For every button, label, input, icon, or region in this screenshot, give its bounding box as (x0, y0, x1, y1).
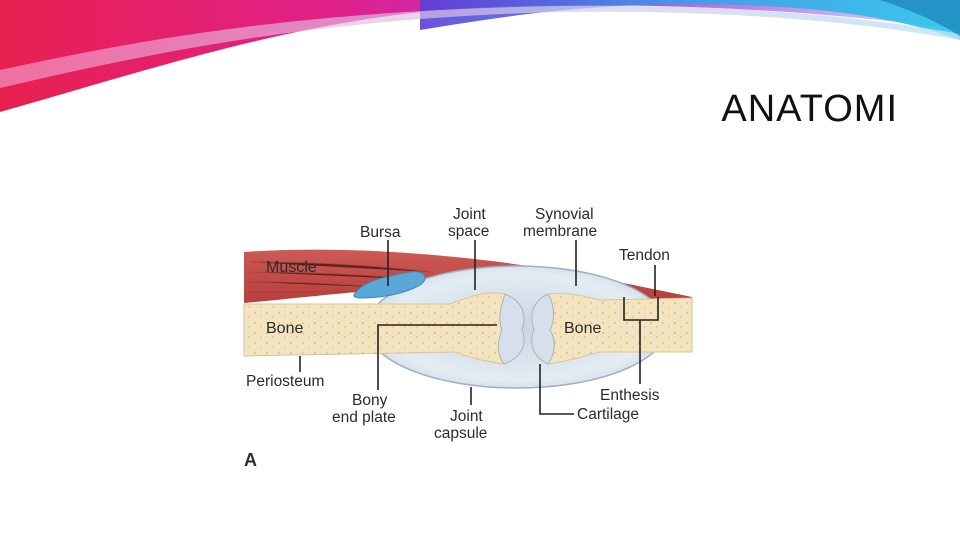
label-joint-capsule-line1: Joint (450, 408, 483, 425)
label-muscle: Muscle (266, 259, 317, 276)
label-enthesis: Enthesis (600, 387, 660, 404)
label-synovial-line2: membrane (523, 223, 597, 240)
label-joint-capsule-line2: capsule (434, 425, 487, 442)
label-joint-space-line2: space (448, 223, 489, 240)
label-synovial-line1: Synovial (535, 206, 594, 223)
label-tendon: Tendon (619, 247, 670, 264)
label-bone-left: Bone (266, 320, 303, 337)
label-bony-end-plate-line2: end plate (332, 409, 396, 426)
label-periosteum: Periosteum (246, 373, 324, 390)
label-joint-space-line1: Joint (453, 206, 486, 223)
panel-letter: A (244, 450, 257, 470)
label-bony-end-plate-line1: Bony (352, 392, 388, 409)
label-cartilage: Cartilage (577, 406, 639, 423)
cartilage-right (532, 294, 554, 364)
label-bursa: Bursa (360, 224, 401, 241)
label-bone-right: Bone (564, 320, 601, 337)
